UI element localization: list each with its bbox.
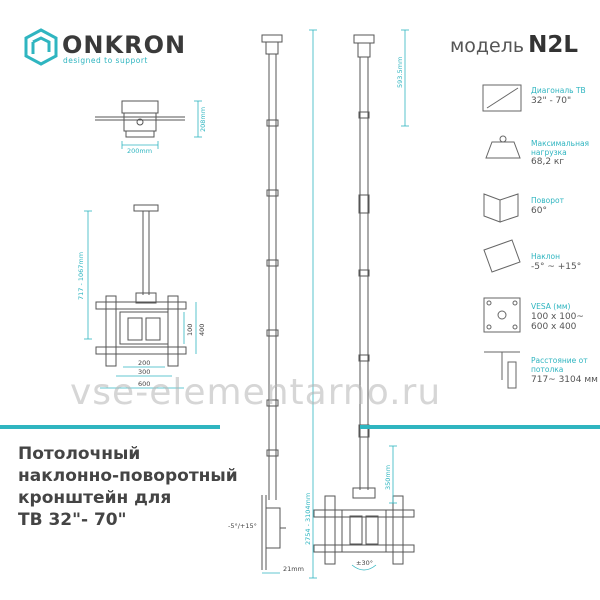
front-view-short [95, 204, 187, 367]
front-view-pole [313, 34, 415, 565]
tilt-icon [483, 239, 521, 273]
title-line: наклонно-поворотный [18, 466, 238, 486]
spec-label-tilt: Наклон [531, 252, 561, 261]
dim-top-depth: 208mm [199, 107, 207, 132]
tv-diagonal-icon [482, 84, 522, 112]
dim-vesa-200: 200 [138, 359, 150, 367]
accent-bar-right [360, 425, 600, 429]
dim-swivel: ±30° [356, 559, 373, 567]
dim-head-height: 350mm [384, 465, 392, 490]
spec-label-ceiling: Расстояние от потолка [531, 356, 588, 374]
dim-offset: 21mm [283, 565, 304, 573]
spec-label-vesa: VESA (мм) [531, 302, 571, 311]
spec-value-swivel: 60° [531, 206, 547, 216]
dim-long-height: 2754 - 3104mm [304, 493, 312, 545]
brand-tagline: designed to support [63, 56, 148, 65]
top-view-bracket [95, 100, 185, 138]
dim-vesa-600: 600 [138, 380, 150, 388]
model-code: N2L [528, 32, 578, 58]
dim-top-section: 593.5mm [396, 57, 404, 88]
spec-value-tilt: -5° ~ +15° [531, 262, 582, 272]
spec-value-ceiling: 717~ 3104 мм [531, 375, 598, 385]
ceiling-distance-icon [484, 351, 520, 389]
model-prefix: модель [449, 35, 525, 57]
spec-value-vesa: 100 x 100~ 600 x 400 [531, 312, 584, 332]
accent-bar-left [0, 425, 220, 429]
side-view-pole [261, 34, 286, 570]
dim-vesa-300: 300 [138, 368, 150, 376]
title-line: ТВ 32"- 70" [18, 510, 127, 530]
logo-icon [24, 28, 58, 66]
weight-icon [485, 135, 521, 159]
swivel-icon [483, 193, 519, 223]
dim-short-height: 717 - 1067mm [77, 252, 85, 300]
title-line: кронштейн для [18, 488, 172, 508]
dim-tilt: -5°/+15° [228, 522, 257, 530]
brand-name: ONKRON [62, 31, 187, 59]
spec-label-load: Максимальная нагрузка [531, 139, 590, 157]
spec-value-load: 68,2 кг [531, 157, 565, 167]
dim-vesa-400: 400 [198, 324, 206, 336]
vesa-icon [483, 297, 521, 333]
title-line: Потолочный [18, 444, 141, 464]
spec-value-diagonal: 32" - 70" [531, 96, 572, 106]
spec-label-swivel: Поворот [531, 196, 564, 205]
spec-label-diagonal: Диагональ ТВ [531, 86, 586, 95]
watermark: vse-elementarno.ru [70, 372, 442, 413]
dim-vesa-100: 100 [186, 324, 194, 336]
product-title: Потолочный наклонно-поворотный кронштейн… [18, 443, 238, 531]
dim-top-width: 200mm [127, 147, 152, 155]
